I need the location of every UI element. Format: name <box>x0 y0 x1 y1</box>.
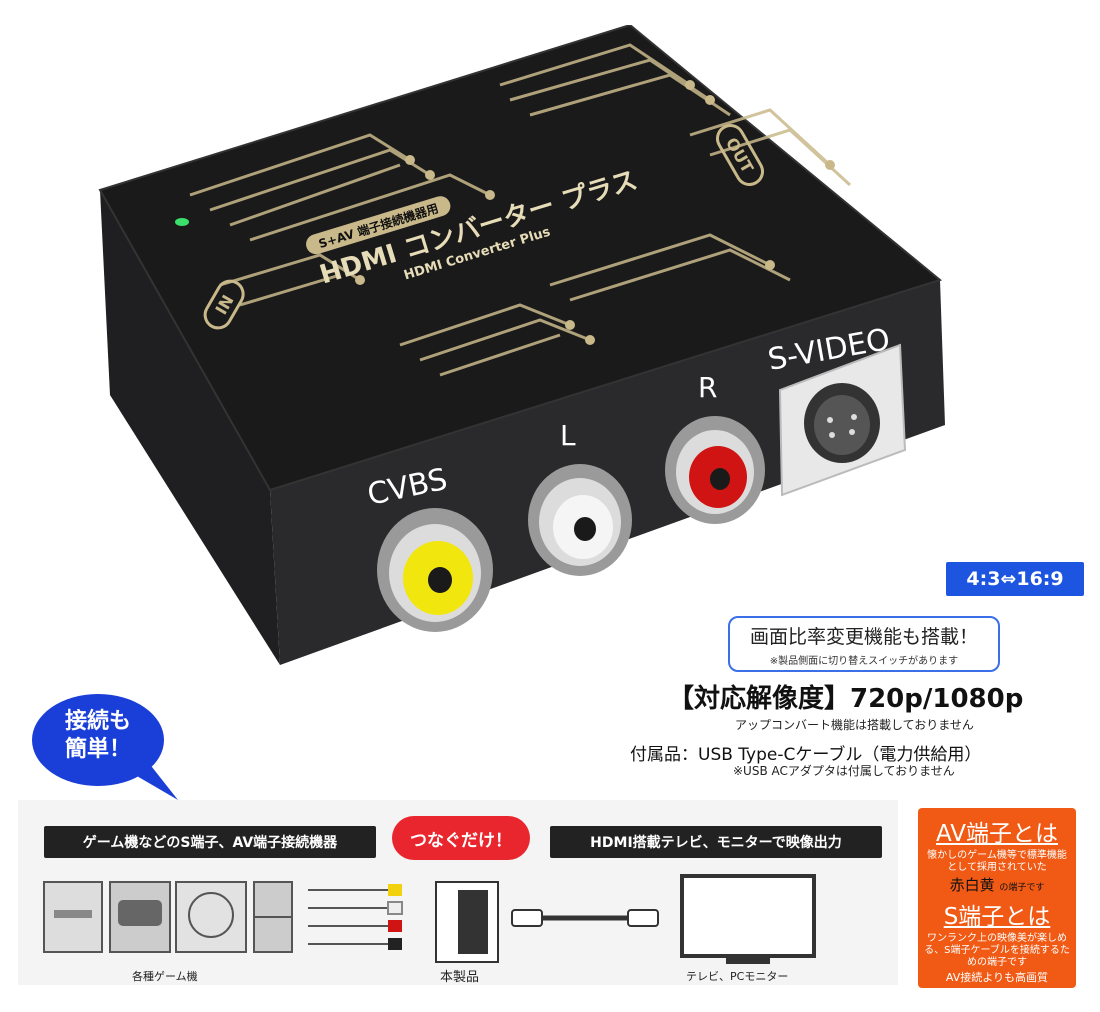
accessory-text: 付属品：USB Type-Cケーブル（電力供給用） <box>630 745 982 765</box>
audio-l-jack <box>528 464 632 576</box>
product-image: S+AV 端子接続機器用 HDMI コンバーター プラス HDMI Conver… <box>98 25 945 665</box>
av-cable-icon <box>308 884 403 950</box>
led-indicator <box>175 218 189 226</box>
resolution-note: アップコンバート機能は搭載しておりません <box>735 718 974 732</box>
port-label-r: R <box>698 371 717 404</box>
av-terminal-title: AV端子とは <box>936 821 1058 847</box>
resolution-text: 【対応解像度】720p/1080p <box>668 684 1024 714</box>
tv-caption: テレビ、PCモニター <box>686 970 789 983</box>
aspect-ratio-box: 画面比率変更機能も搭載！ ※製品側面に切り替えスイッチがあります <box>728 616 1000 672</box>
s-terminal-title: S端子とは <box>943 904 1051 930</box>
bubble-line-2: 簡単！ <box>64 737 131 762</box>
output-devices-tag: HDMI搭載テレビ、モニターで映像出力 <box>550 826 882 858</box>
audio-r-jack <box>665 416 765 524</box>
speech-bubble <box>32 694 178 800</box>
console-icon <box>43 881 293 953</box>
accessory-note: ※USB ACアダプタは付属しておりません <box>733 764 955 778</box>
s-terminal-text: ワンランク上の映像美が楽しめる、S端子ケーブルを接続するための端子です <box>924 933 1070 968</box>
terminal-info-box: AV端子とは 懐かしのゲーム機等で標準機能として採用されていた 赤白黄 の端子で… <box>918 808 1076 988</box>
svideo-port <box>778 343 907 497</box>
diagram-illustration <box>43 874 816 964</box>
just-connect-badge: つなぐだけ！ <box>392 816 530 860</box>
bubble-text: 接続も 簡単！ <box>30 708 166 764</box>
av-terminal-colors: 赤白黄 の端子です <box>918 874 1076 895</box>
source-devices-tag: ゲーム機などのS端子、AV端子接続機器 <box>44 826 376 858</box>
av-highlight: 赤白黄 <box>949 876 995 894</box>
s-terminal-note: AV接続よりも高画質 <box>945 971 1049 984</box>
converter-icon <box>435 881 499 963</box>
av-suffix: の端子です <box>999 883 1045 893</box>
aspect-ratio-badge: 4:3⇔16:9 <box>946 562 1084 596</box>
tv-icon <box>680 874 816 964</box>
bubble-line-1: 接続も <box>64 709 131 734</box>
port-label-l: L <box>560 419 576 452</box>
device-caption: 本製品 <box>440 970 480 985</box>
av-terminal-text: 懐かしのゲーム機等で標準機能として採用されていた <box>927 850 1067 873</box>
consoles-caption: 各種ゲーム機 <box>132 970 198 983</box>
cvbs-jack <box>377 508 493 632</box>
aspect-ratio-title: 画面比率変更機能も搭載！ <box>749 626 978 648</box>
aspect-ratio-note: ※製品側面に切り替えスイッチがあります <box>769 656 959 667</box>
hdmi-cable-icon <box>511 909 659 927</box>
